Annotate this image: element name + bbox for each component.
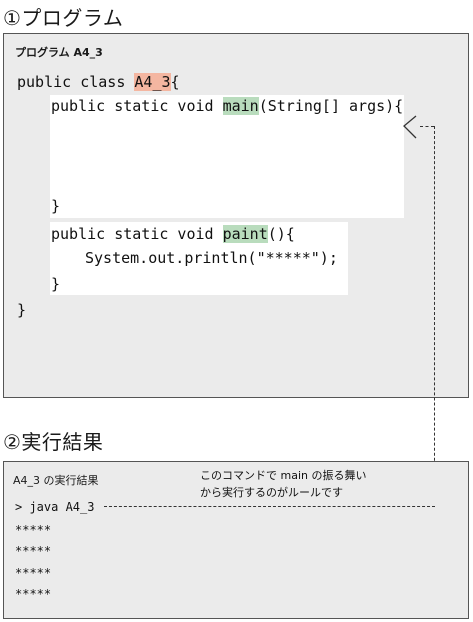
command-line: > java A4_3: [15, 500, 95, 514]
explanation-note: このコマンドで main の振る舞い から実行するのがルールです: [200, 467, 366, 501]
class-declaration-line: public class A4_3{: [17, 72, 180, 92]
connector-vertical: [434, 126, 435, 506]
paint-name-highlight: paint: [222, 225, 268, 243]
output-line: *****: [15, 587, 52, 601]
note-line-2: から実行するのがルールです: [200, 486, 343, 499]
arrow-head-icon: [403, 115, 417, 139]
connector-bottom: [104, 506, 435, 507]
output-line: *****: [15, 523, 52, 537]
code-keywords: public class: [17, 73, 135, 91]
code-keywords: public static void: [51, 97, 223, 115]
class-name-highlight: A4_3: [134, 73, 171, 91]
main-declaration-line: public static void main(String[] args){: [51, 96, 403, 116]
section-title-program: ①プログラム: [3, 6, 124, 30]
result-label: A4_3 の実行結果: [13, 474, 99, 487]
section-title-result: ②実行結果: [3, 430, 104, 454]
output-line: *****: [15, 566, 52, 580]
main-close-brace: }: [51, 197, 61, 215]
code-params: (String[] args){: [258, 97, 404, 115]
note-line-1: このコマンドで main の振る舞い: [200, 469, 367, 482]
output-line: *****: [15, 544, 52, 558]
code-parens: (){: [267, 225, 295, 243]
program-panel: プログラム A4_3 public class A4_3{ public sta…: [3, 33, 469, 398]
code-brace: {: [170, 73, 180, 91]
connector-top: [420, 126, 434, 127]
program-label: プログラム A4_3: [15, 46, 103, 59]
println-line: System.out.println("*****");: [85, 249, 338, 267]
paint-close-brace: }: [51, 275, 61, 293]
main-method-box: [50, 95, 404, 218]
paint-method-box: [50, 222, 348, 295]
code-keywords: public static void: [51, 225, 223, 243]
result-panel: A4_3 の実行結果 このコマンドで main の振る舞い から実行するのがルー…: [3, 461, 469, 619]
class-close-brace: }: [17, 301, 27, 319]
main-name-highlight: main: [222, 97, 259, 115]
paint-declaration-line: public static void paint(){: [51, 224, 295, 244]
